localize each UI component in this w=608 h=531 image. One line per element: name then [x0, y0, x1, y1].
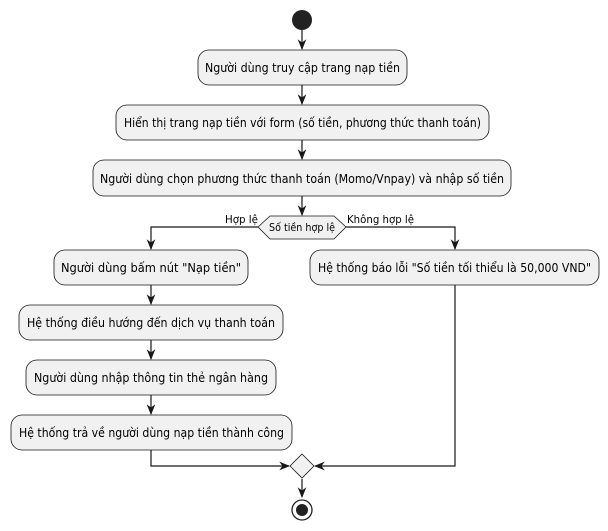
- step-box: [25, 359, 277, 396]
- start-node: [292, 10, 312, 30]
- step-label: Hệ thống báo lỗi "Số tiền tối thiểu là 5…: [318, 261, 591, 275]
- decision-label: Số tiền hợp lệ: [269, 221, 335, 234]
- step-box: [309, 249, 600, 286]
- step-label: Hệ thống điều hướng đến dịch vụ thanh to…: [27, 316, 275, 330]
- branch-label-invalid: Không hợp lệ: [347, 213, 414, 226]
- step-label: Hiển thị trang nạp tiền với form (số tiề…: [124, 116, 481, 130]
- step-choose-method: Người dùng chọn phương thức thanh toán (…: [92, 159, 512, 197]
- edge-decision-valid: [146, 226, 258, 251]
- step-label: Người dùng chọn phương thức thanh toán (…: [100, 172, 504, 186]
- end-node: [291, 499, 313, 521]
- step-access-page: Người dùng truy cập trang nạp tiền: [197, 49, 408, 86]
- decision-amount-valid: Số tiền hợp lệ: [257, 215, 347, 240]
- edges: [146, 30, 460, 499]
- end-node-inner: [296, 504, 308, 516]
- step-error-minimum-amount: Hệ thống báo lỗi "Số tiền tối thiểu là 5…: [309, 249, 600, 286]
- step-return-success: Hệ thống trả về người dùng nạp tiền thàn…: [10, 414, 293, 451]
- step-redirect-payment: Hệ thống điều hướng đến dịch vụ thanh to…: [18, 304, 284, 341]
- step-box: [115, 104, 490, 141]
- step-label: Người dùng nhập thông tin thẻ ngân hàng: [34, 371, 268, 385]
- step-label: Người dùng bấm nút "Nạp tiền": [61, 261, 241, 275]
- decision-diamond: [257, 215, 347, 240]
- step-box: [10, 414, 293, 451]
- step-click-deposit-button: Người dùng bấm nút "Nạp tiền": [53, 249, 249, 286]
- step-box: [197, 49, 408, 86]
- step-show-form: Hiển thị trang nạp tiền với form (số tiề…: [115, 104, 490, 141]
- step-enter-card-info: Người dùng nhập thông tin thẻ ngân hàng: [25, 359, 277, 396]
- edge-error-to-merge: [313, 285, 456, 471]
- step-label: Hệ thống trả về người dùng nạp tiền thàn…: [19, 426, 284, 440]
- step-box: [18, 304, 284, 341]
- step-box: [92, 159, 512, 197]
- step-box: [53, 249, 249, 286]
- merge-node: [289, 453, 315, 479]
- edge-decision-invalid: [346, 226, 460, 251]
- branch-label-valid: Hợp lệ: [225, 213, 258, 226]
- edge-return-to-merge: [150, 450, 291, 471]
- step-label: Người dùng truy cập trang nạp tiền: [205, 61, 400, 75]
